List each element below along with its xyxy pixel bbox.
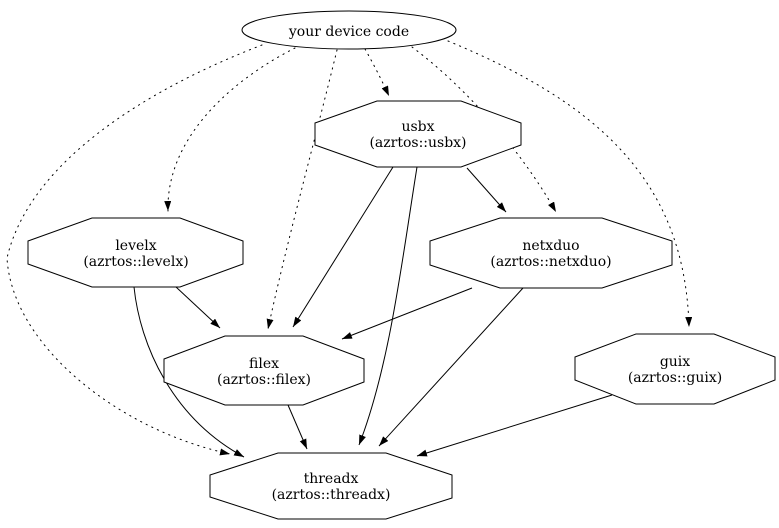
node-usbx-label: usbx	[401, 119, 434, 135]
node-guix-shape	[574, 333, 776, 405]
node-filex-label: filex	[249, 356, 279, 372]
node-netxduo-shape	[429, 217, 673, 289]
node-guix-label: guix	[660, 354, 690, 370]
node-guix-sublabel: (azrtos::guix)	[628, 370, 722, 386]
edge-device-to-levelx	[164, 47, 296, 212]
edge-device-to-guix	[447, 40, 693, 328]
node-levelx-shape	[27, 217, 244, 288]
node-usbx-shape	[314, 100, 522, 168]
node-levelx-label: levelx	[115, 238, 156, 254]
node-levelx-sublabel: (azrtos::levelx)	[83, 254, 188, 270]
node-netxduo-label: netxduo	[522, 238, 579, 254]
node-filex-shape	[163, 335, 365, 406]
node-threadx-shape	[209, 452, 453, 520]
nodes-group: your device code usbx (azrtos::usbx) lev…	[27, 10, 776, 520]
edge-usbx-to-threadx	[358, 166, 418, 446]
edge-usbx-to-filex	[292, 166, 394, 328]
edge-guix-to-threadx	[416, 394, 613, 457]
node-device-shape	[241, 10, 457, 50]
node-usbx-sublabel: (azrtos::usbx)	[369, 135, 466, 151]
edge-netxduo-to-filex	[341, 287, 473, 340]
edge-device-to-filex	[266, 49, 338, 330]
edge-device-to-netxduo	[411, 46, 557, 213]
node-threadx-sublabel: (azrtos::threadx)	[272, 487, 391, 503]
edge-usbx-to-netxduo	[466, 167, 507, 213]
edge-levelx-to-filex	[175, 286, 221, 329]
node-netxduo-sublabel: (azrtos::netxduo)	[490, 254, 611, 270]
node-threadx-label: threadx	[304, 471, 359, 487]
edge-filex-to-threadx	[287, 404, 308, 450]
node-filex-sublabel: (azrtos::filex)	[217, 372, 311, 388]
edge-netxduo-to-threadx	[378, 287, 524, 447]
edge-device-to-usbx	[364, 48, 390, 97]
node-device-label: your device code	[288, 24, 409, 40]
